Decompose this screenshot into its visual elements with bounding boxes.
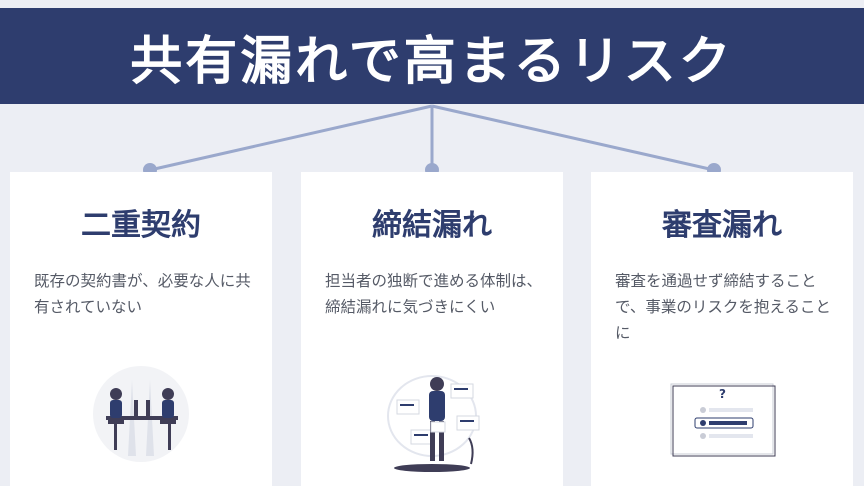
page-title: 共有漏れで高まるリスク xyxy=(130,31,734,92)
card-description: 既存の契約書が、必要な人に共有されていない xyxy=(34,272,251,316)
card-title: 二重契約 xyxy=(81,208,201,243)
card-description: 担当者の独断で進める体制は、締結漏れに気づきにくい xyxy=(325,272,543,316)
connector-right xyxy=(431,104,715,172)
card-title: 審査漏れ xyxy=(662,208,782,243)
card-signing-omission: 締結漏れ 担当者の独断で進める体制は、締結漏れに気づきにくい xyxy=(301,172,563,486)
question-mark: ? xyxy=(719,387,726,401)
card-review-omission: 審査漏れ 審査を通過せず締結することで、事業のリスクを抱えることに ? xyxy=(591,172,853,486)
two-people-at-desks-illustration xyxy=(93,366,189,462)
connector-left xyxy=(149,104,433,172)
title-banner: 共有漏れで高まるリスク xyxy=(0,8,864,104)
person-with-documents-illustration xyxy=(387,375,480,472)
card-title: 締結漏れ xyxy=(372,208,492,243)
question-list-window-illustration: ? xyxy=(670,383,776,457)
card-double-contract: 二重契約 既存の契約書が、必要な人に共有されていない xyxy=(10,172,272,486)
card-description: 審査を通過せず締結することで、事業のリスクを抱えることに xyxy=(615,272,831,342)
